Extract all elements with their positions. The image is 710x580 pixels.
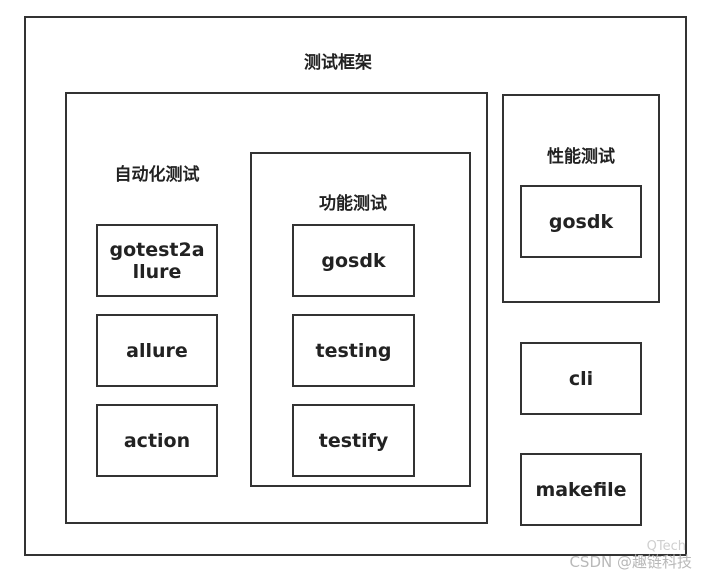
functional-testing-title: 功能测试 <box>319 194 387 214</box>
makefile-box: makefile <box>520 453 642 526</box>
performance-testing-title: 性能测试 <box>547 147 615 167</box>
performance-gosdk-box: gosdk <box>520 185 642 258</box>
action-box: action <box>96 404 218 477</box>
gotest2allure-box: gotest2a llure <box>96 224 218 297</box>
csdn-watermark: CSDN @趣链科技 <box>569 553 692 571</box>
functional-gosdk-box: gosdk <box>292 224 415 297</box>
automation-testing-title: 自动化测试 <box>114 165 200 185</box>
cli-box: cli <box>520 342 642 415</box>
testing-box: testing <box>292 314 415 387</box>
allure-box: allure <box>96 314 218 387</box>
testify-box: testify <box>292 404 415 477</box>
framework-title: 测试框架 <box>304 53 372 73</box>
qtech-watermark: QTech <box>646 539 686 554</box>
